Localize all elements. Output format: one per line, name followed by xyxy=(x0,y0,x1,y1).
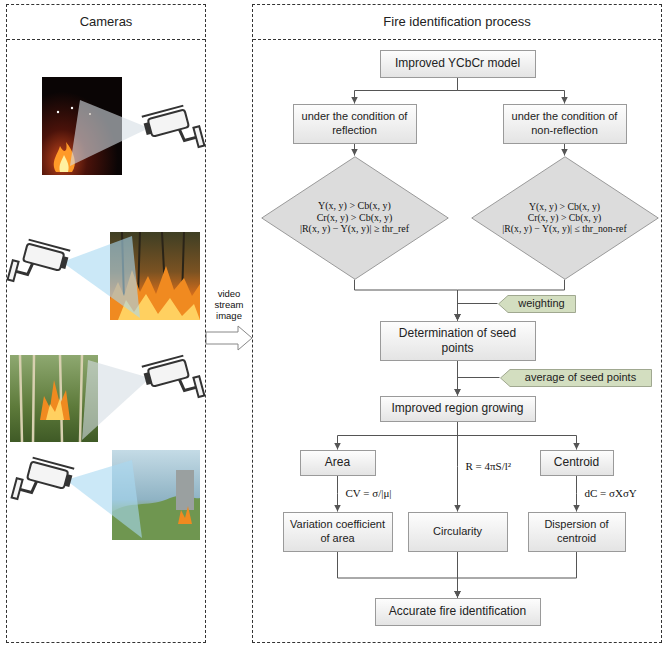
block-arrow xyxy=(206,326,252,350)
tag-text: weighting xyxy=(518,297,564,309)
arrow-label: video stream image xyxy=(208,289,250,322)
view-cone xyxy=(82,360,150,440)
view-cone xyxy=(66,460,142,538)
process-box: Determination of seed points xyxy=(380,321,536,361)
camera-icon xyxy=(142,103,205,159)
condition-formula: |R(x, y) − Y(x, y)| ≤ thr_non-ref xyxy=(502,223,626,234)
tag-text: average of seed points xyxy=(525,371,636,383)
box-text: Dispersion of centroid xyxy=(534,518,620,544)
panel-heading: Cameras xyxy=(7,5,205,40)
flow-arrow xyxy=(564,144,565,156)
flame xyxy=(178,506,192,524)
flow-arrow xyxy=(576,476,577,512)
flow-arrow xyxy=(458,78,565,104)
flow-arrow xyxy=(355,280,458,321)
box-text: under the condition of reflection xyxy=(299,110,411,136)
box-text: Accurate fire identification xyxy=(381,604,535,618)
shape-path xyxy=(498,295,575,312)
rock xyxy=(176,470,194,510)
view-cone xyxy=(70,100,149,166)
condition-formula: Cr(x, y) > Cb(x, y) xyxy=(528,212,602,223)
process-box: Circularity xyxy=(408,512,508,552)
formula-label: R = 4πS/l² xyxy=(464,460,514,473)
input-tag: weighting xyxy=(498,295,576,313)
box-text: Variation coefficient of area xyxy=(289,518,387,544)
box-text: under the condition of non-reflection xyxy=(509,110,621,136)
formula-label: dC = σXσY xyxy=(583,487,639,500)
camera-icon xyxy=(142,353,205,409)
decision-diamond: Y(x, y) > Cb(x, y)Cr(x, y) > Cb(x, y)|R(… xyxy=(471,156,659,280)
flow-arrow xyxy=(337,476,338,512)
decision-diamond: Y(x, y) > Cb(x, y)Cr(x, y) > Cb(x, y)|R(… xyxy=(261,156,449,280)
condition-formula: Y(x, y) > Cb(x, y) xyxy=(318,200,391,212)
box-text: Centroid xyxy=(546,455,608,469)
process-box: under the condition of non-reflection xyxy=(503,104,627,144)
condition-formula: |R(x, y) − Y(x, y)| ≥ thr_ref xyxy=(300,223,409,235)
box-text: Circularity xyxy=(414,525,502,538)
process-box: Variation coefficient of area xyxy=(283,512,393,552)
input-tag: average of seed points xyxy=(500,369,652,387)
box-text: Improved YCbCr model xyxy=(386,56,530,70)
flow-arrow xyxy=(338,552,458,598)
camera-icon xyxy=(12,455,75,511)
process-box: Area xyxy=(300,450,376,476)
dashed-panel: Fire identification processImproved YCbC… xyxy=(252,4,662,643)
process-box: Improved YCbCr model xyxy=(380,50,536,78)
process-box: Improved region growing xyxy=(380,396,536,422)
condition-formula: Cr(x, y) > Cb(x, y) xyxy=(317,212,393,224)
formula-label: CV = σ/|μ| xyxy=(344,487,394,500)
box-text: Improved region growing xyxy=(386,401,530,415)
flow-arrow xyxy=(354,144,355,156)
flames xyxy=(40,380,70,420)
light-dot xyxy=(71,107,73,109)
condition-formula: Y(x, y) > Cb(x, y) xyxy=(529,201,600,212)
shape-path xyxy=(500,369,651,386)
flame-core xyxy=(46,398,64,420)
flow-arrow xyxy=(458,304,498,321)
camera-icon xyxy=(8,237,71,293)
panel-heading: Fire identification process xyxy=(253,5,661,40)
flow-arrow xyxy=(355,78,458,104)
dashed-panel: Cameras xyxy=(6,4,206,643)
process-box: Dispersion of centroid xyxy=(528,512,626,552)
box-text: Determination of seed points xyxy=(386,326,530,355)
flow-arrow xyxy=(338,422,458,450)
light-dot xyxy=(57,111,59,113)
box-text: Area xyxy=(306,455,370,469)
flow-arrow xyxy=(458,378,500,396)
process-box: Centroid xyxy=(540,450,614,476)
process-box: Accurate fire identification xyxy=(375,598,541,626)
shape-path xyxy=(261,156,448,279)
process-box: under the condition of reflection xyxy=(293,104,417,144)
flame-core xyxy=(59,155,68,172)
tree-trunks xyxy=(20,355,82,442)
flow-arrow xyxy=(458,422,577,450)
flow-arrow xyxy=(458,552,577,598)
shape-path xyxy=(471,156,658,279)
view-cone xyxy=(62,236,140,318)
